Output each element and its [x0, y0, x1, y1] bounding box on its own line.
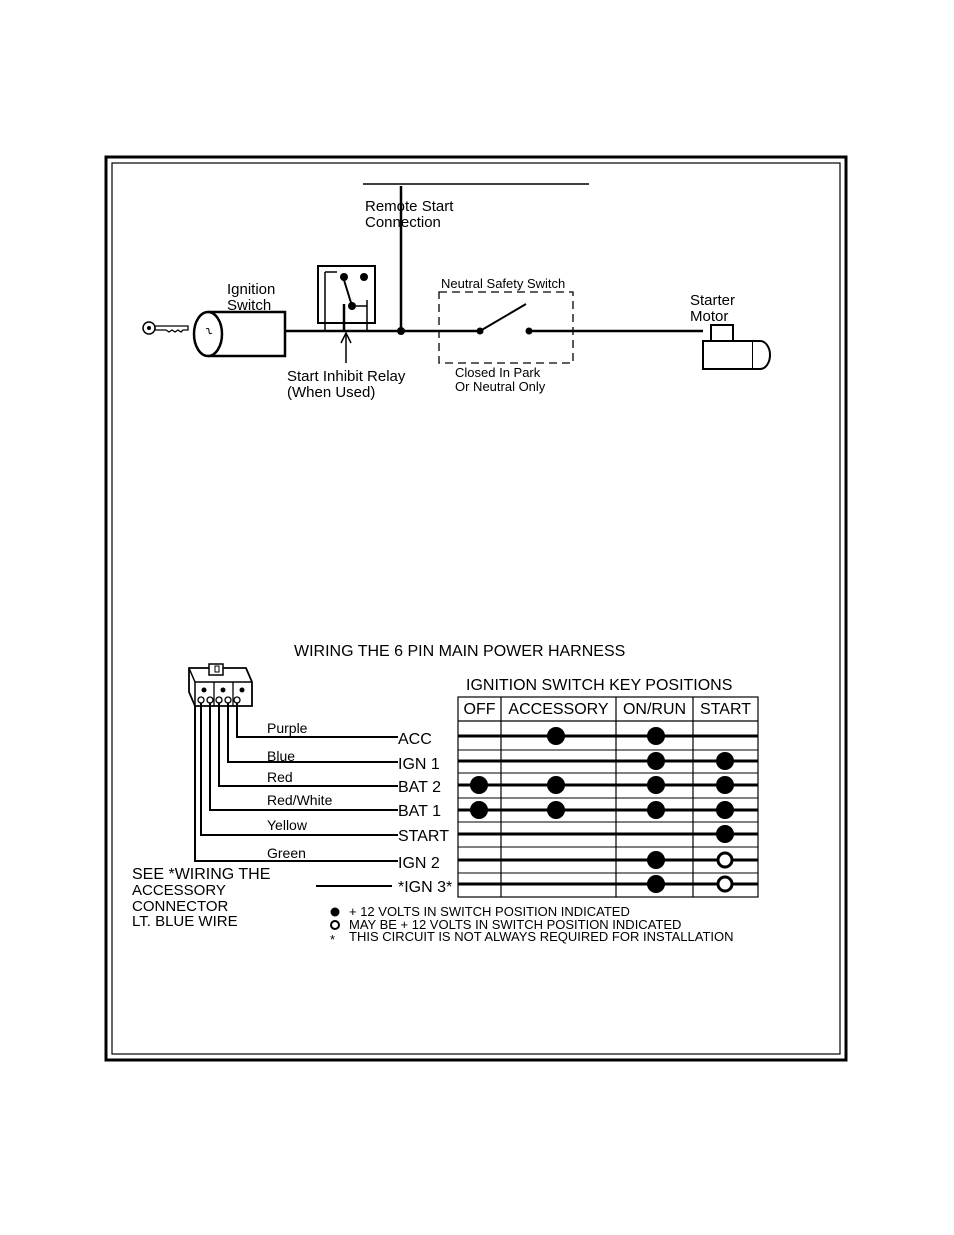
starter-motor-icon — [702, 324, 771, 370]
legend-text-1: + 12 VOLTS IN SWITCH POSITION INDICATED — [349, 904, 630, 919]
see-note-line-3: CONNECTOR — [132, 898, 229, 915]
filled-dot — [647, 776, 665, 794]
purple-wire — [236, 703, 398, 738]
starter-motor-label-2: Motor — [690, 308, 728, 325]
wire-label-green: Green — [267, 845, 306, 861]
circuit-label-acc: ACC — [398, 731, 432, 748]
ignition-switch-label-1: Ignition — [227, 281, 275, 298]
relay-arrowhead — [340, 331, 352, 344]
inner-border — [111, 162, 841, 1055]
filled-dot — [547, 727, 565, 745]
neutral-safety-box — [438, 291, 574, 364]
start-inhibit-label-1: Start Inhibit Relay — [287, 368, 406, 385]
see-note-line-1: SEE *WIRING THE — [132, 866, 270, 883]
hollow-dot — [716, 875, 734, 893]
circuit-label-bat2: BAT 2 — [398, 779, 441, 796]
remote-start-label-1: Remote Start — [365, 198, 454, 215]
switch-contact — [525, 327, 533, 335]
see-note-line-4: LT. BLUE WIRE — [132, 913, 238, 930]
wire-label-red: Red — [267, 769, 293, 785]
wire-label-purple: Purple — [267, 720, 308, 736]
filled-dot — [716, 776, 734, 794]
wire-label-red-white: Red/White — [267, 792, 333, 808]
harness-wires — [194, 703, 398, 887]
harness-section: WIRING THE 6 PIN MAIN POWER HARNESS IGNI… — [132, 643, 759, 947]
filled-dot — [547, 801, 565, 819]
blue-wire — [227, 703, 398, 763]
closed-in-label-2: Or Neutral Only — [455, 379, 546, 394]
start-inhibit-label-2: (When Used) — [287, 384, 375, 401]
red-wire — [218, 703, 398, 787]
circuit-label-ign2: IGN 2 — [398, 855, 440, 872]
legend-asterisk-icon: * — [330, 932, 335, 947]
closed-in-label-1: Closed In Park — [455, 365, 541, 380]
starter-motor-label-1: Starter — [690, 292, 735, 309]
ignition-switch-label-2: Switch — [227, 297, 271, 314]
table-grid — [457, 696, 759, 898]
red-white-wire — [209, 703, 398, 811]
circuit-label-ign1: IGN 1 — [398, 756, 440, 773]
filled-dot — [716, 752, 734, 770]
key-icon — [142, 321, 189, 335]
connector-icon — [188, 663, 253, 707]
ignition-switch-icon — [192, 310, 287, 358]
start-inhibit-relay-icon — [317, 265, 376, 331]
wire-label-yellow: Yellow — [267, 817, 308, 833]
circuit-label-ign3: *IGN 3* — [398, 879, 452, 896]
col-header-on-run: ON/RUN — [623, 701, 686, 718]
filled-dot — [647, 875, 665, 893]
filled-dot — [647, 801, 665, 819]
legend: + 12 VOLTS IN SWITCH POSITION INDICATED … — [330, 904, 734, 947]
filled-dot — [647, 752, 665, 770]
green-wire — [194, 706, 398, 862]
harness-title: WIRING THE 6 PIN MAIN POWER HARNESS — [294, 643, 625, 660]
key-position-table: OFF ACCESSORY ON/RUN START — [457, 696, 759, 898]
filled-dot — [647, 851, 665, 869]
yellow-wire — [200, 703, 398, 836]
filled-dot — [470, 801, 488, 819]
circuit-label-start: START — [398, 828, 449, 845]
outer-border — [104, 155, 848, 1062]
circuit-label-bat1: BAT 1 — [398, 803, 441, 820]
filled-dot — [547, 776, 565, 794]
filled-dot — [470, 776, 488, 794]
key-positions-title: IGNITION SWITCH KEY POSITIONS — [466, 677, 732, 694]
col-header-off: OFF — [464, 701, 496, 718]
legend-hollow-dot-icon — [330, 920, 340, 930]
switch-blade — [479, 303, 527, 332]
col-header-accessory: ACCESSORY — [508, 701, 609, 718]
filled-dot — [716, 825, 734, 843]
wire-label-blue: Blue — [267, 748, 295, 764]
legend-text-3: THIS CIRCUIT IS NOT ALWAYS REQUIRED FOR … — [349, 929, 734, 944]
legend-filled-dot-icon — [330, 907, 340, 917]
junction-dot — [397, 327, 405, 335]
col-header-start: START — [700, 701, 751, 718]
filled-dot — [647, 727, 665, 745]
hollow-dot — [716, 851, 734, 869]
neutral-safety-label: Neutral Safety Switch — [441, 276, 565, 291]
starter-circuit-diagram: Remote Start Connection Ignition Switch — [142, 183, 771, 401]
table-rows — [458, 727, 758, 893]
filled-dot — [716, 801, 734, 819]
see-note-line-2: ACCESSORY — [132, 882, 226, 899]
legend-text-2: MAY BE + 12 VOLTS IN SWITCH POSITION IND… — [349, 917, 681, 932]
remote-start-label-2: Connection — [365, 214, 441, 231]
